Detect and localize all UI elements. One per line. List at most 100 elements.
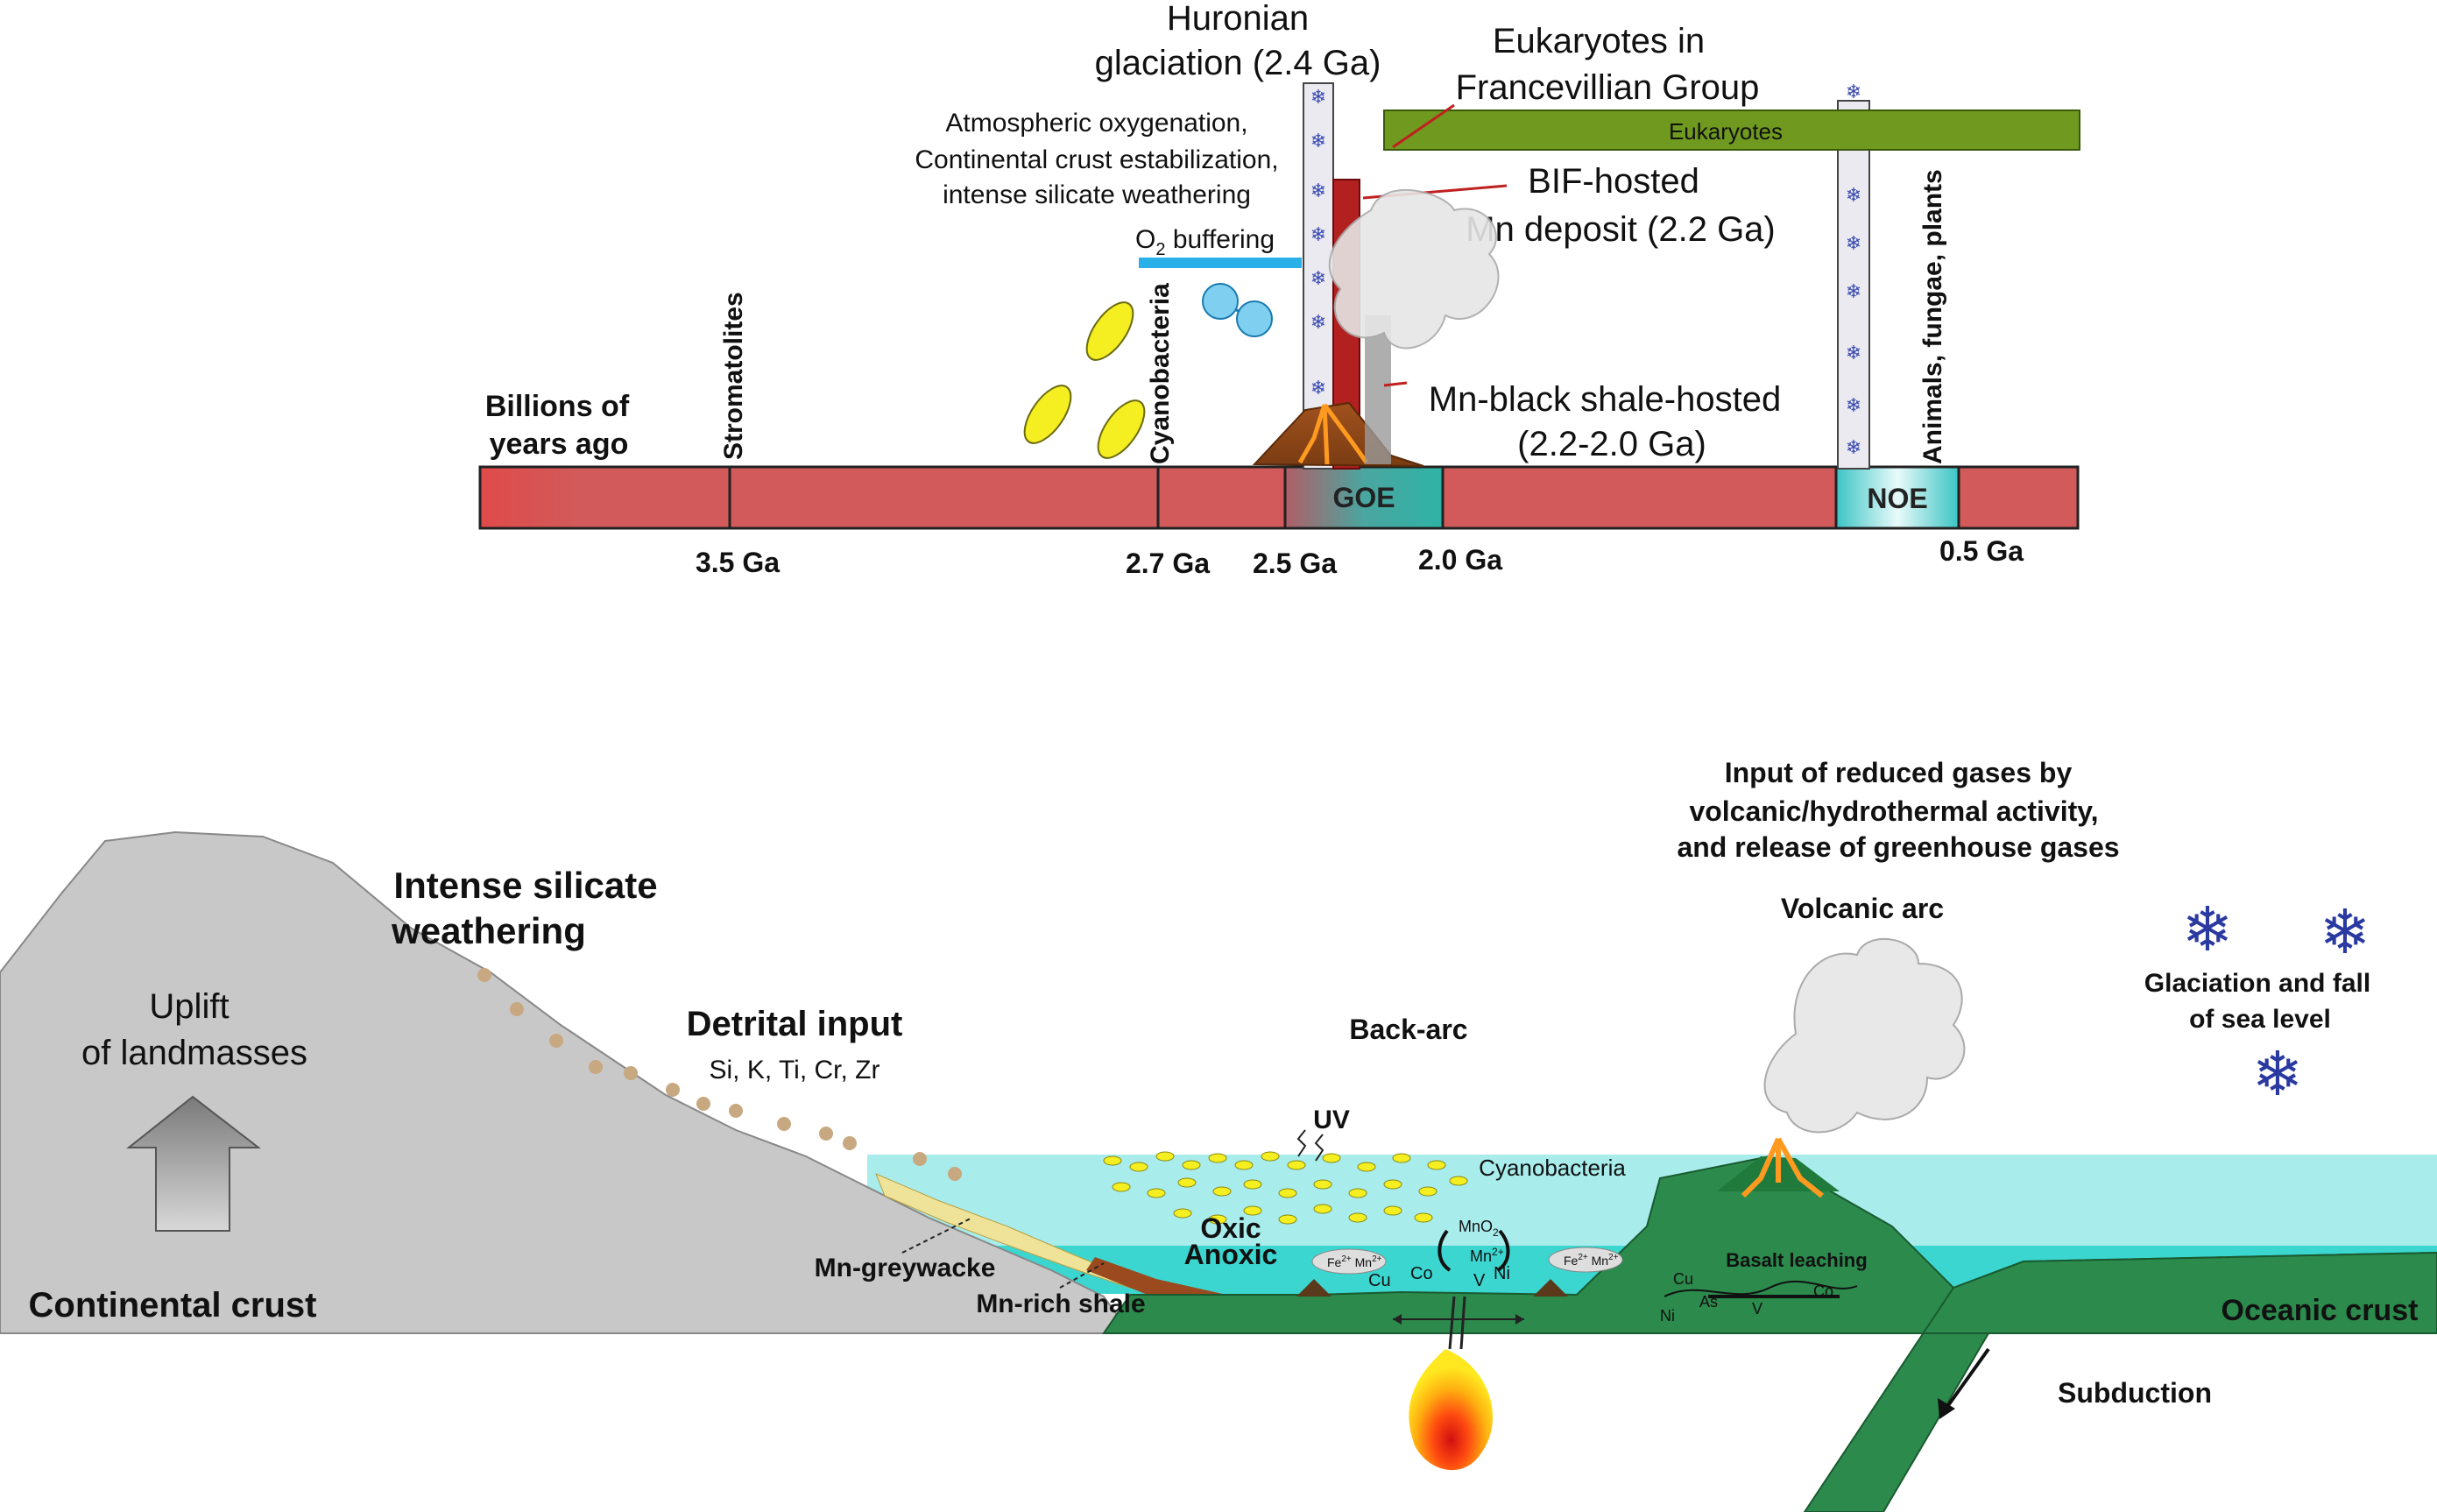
svg-text:❄: ❄: [1846, 280, 1861, 302]
svg-text:❄: ❄: [1310, 180, 1326, 201]
continental-crust-label: Continental crust: [29, 1286, 317, 1325]
basalt-cu: Cu: [1673, 1270, 1693, 1288]
o2-buffering-bar: [1139, 258, 1302, 268]
svg-text:❄: ❄: [1310, 377, 1326, 399]
detrital-elements: Si, K, Ti, Cr, Zr: [709, 1056, 879, 1085]
huronian-column: [1303, 82, 1334, 470]
mn-greywacke-label: Mn-greywacke: [815, 1254, 996, 1282]
snowflake-icons: ❄ ❄ ❄: [2182, 895, 2371, 1108]
tick-label-0-5: 0.5 Ga: [1939, 535, 2024, 567]
event-animals: Animals, fungae, plants: [1918, 169, 1947, 464]
svg-text:❄: ❄: [1310, 267, 1326, 289]
center-co-label: Co: [1410, 1264, 1433, 1283]
reduced-gases-line2: volcanic/hydrothermal activity,: [1689, 795, 2098, 827]
goe-box: [1283, 465, 1445, 530]
mn-shale-label: Mn-rich shale: [976, 1289, 1145, 1318]
svg-text:❄: ❄: [1310, 311, 1326, 333]
huronian-line1: Huronian: [1167, 0, 1309, 38]
svg-text:❄: ❄: [1846, 81, 1861, 102]
oxygenation-line2: Continental crust estabilization,: [915, 145, 1278, 174]
uv-label: UV: [1313, 1106, 1350, 1134]
noe-column: [1837, 100, 1870, 470]
bif-line2: Mn deposit (2.2 Ga): [1466, 210, 1776, 249]
center-cu-label: Cu: [1368, 1271, 1391, 1290]
axis-title-line1: Billions of: [485, 390, 630, 423]
uplift-line2: of landmasses: [81, 1034, 307, 1072]
o2-buffering-label: O2 buffering: [1135, 225, 1275, 259]
basalt-as: As: [1699, 1293, 1718, 1311]
timeline: GOE NOE Billions of years ago 3.5 Ga 2.7…: [478, 0, 2080, 579]
back-arc-label: Back-arc: [1349, 1014, 1467, 1045]
oxygenation-line1: Atmospheric oxygenation,: [945, 109, 1247, 138]
svg-text:❄: ❄: [2182, 895, 2234, 964]
svg-text:❄: ❄: [2252, 1040, 2304, 1108]
timeline-bar: [478, 465, 2080, 530]
center-ni-label: Ni: [1494, 1264, 1510, 1283]
silicate-line1: Intense silicate: [393, 865, 657, 906]
subduction-arrow-icon: [1938, 1347, 1990, 1419]
timeline-volcano-icon: [1252, 188, 1500, 467]
leader-lines: [901, 1217, 1105, 1289]
goe-label: GOE: [1332, 482, 1395, 513]
center-mn-label: Mn2+: [1470, 1246, 1504, 1265]
basalt-co: Co: [1813, 1282, 1833, 1300]
glaciation-line1: Glaciation and fall: [2144, 969, 2370, 998]
tick-label-2-7: 2.7 Ga: [1126, 548, 1210, 579]
axis-title-line2: years ago: [490, 427, 629, 461]
svg-text:❄: ❄: [1310, 86, 1326, 108]
reduced-gases-line3: and release of greenhouse gases: [1677, 831, 2119, 863]
svg-text:❄: ❄: [1846, 436, 1861, 458]
tick-label-2-5: 2.5 Ga: [1253, 548, 1337, 579]
svg-text:❄: ❄: [1846, 184, 1861, 206]
eukaryotes-title-line1: Eukaryotes in: [1493, 22, 1705, 60]
bif-line1: BIF-hosted: [1528, 162, 1699, 201]
ion-label-left: Fe2+ Mn2+: [1327, 1254, 1382, 1269]
shale-hosted-line1: Mn-black shale-hosted: [1429, 380, 1781, 419]
back-arc-vents-icon: [1296, 1279, 1568, 1297]
ion-clouds-icon: [1311, 1247, 1623, 1275]
ion-label-right: Fe2+ Mn2+: [1564, 1253, 1619, 1268]
svg-text:❄: ❄: [1846, 394, 1861, 416]
svg-text:❄: ❄: [1846, 342, 1861, 364]
subduction-label: Subduction: [2058, 1377, 2212, 1409]
mantle-plume-icon: [1393, 1296, 1524, 1471]
svg-text:❄: ❄: [1310, 223, 1326, 245]
tick-label-2-0: 2.0 Ga: [1418, 544, 1502, 576]
volcanic-arc-label: Volcanic arc: [1781, 893, 1944, 924]
uplift-arrow-icon: [126, 1095, 261, 1232]
cyanobacteria-cloud-icon: [1103, 1151, 1468, 1225]
eukaryotes-bar-label: Eukaryotes: [1669, 118, 1783, 145]
uv-rays-icon: [1296, 1129, 1324, 1162]
cyanobacteria-icon: [1023, 301, 1146, 459]
event-cyanobacteria: Cyanobacteria: [1146, 283, 1175, 464]
eukaryotes-title-line2: Francevillian Group: [1456, 68, 1760, 107]
reduced-gases-line1: Input of reduced gases by: [1725, 757, 2073, 788]
arc-volcano-icon: [1717, 937, 1966, 1198]
cyanobacteria-label: Cyanobacteria: [1479, 1155, 1626, 1181]
basalt-flow-line: [1664, 1280, 1858, 1297]
noe-label: NOE: [1867, 483, 1927, 514]
redox-cycle-icon: [1437, 1229, 1510, 1272]
oxic-label: Oxic: [1200, 1212, 1261, 1244]
o2-molecule-icon: [1202, 283, 1273, 337]
shale-hosted-line2: (2.2-2.0 Ga): [1517, 425, 1706, 463]
glaciation-line2: of sea level: [2189, 1005, 2331, 1034]
detrital-label: Detrital input: [687, 1005, 903, 1043]
tick-label-3-5: 3.5 Ga: [696, 547, 780, 578]
cross-section: ❄ ❄ ❄ Intense silicate weathering Uplift…: [0, 757, 2437, 1512]
huronian-line2: glaciation (2.4 Ga): [1095, 44, 1381, 82]
continental-landmass: [0, 830, 1132, 1334]
weathering-particles-icon: [477, 968, 962, 1181]
eukaryotes-bar: [1383, 110, 2080, 151]
basalt-label: Basalt leaching: [1726, 1249, 1867, 1271]
oceanic-crust-label: Oceanic crust: [2222, 1294, 2419, 1327]
noe-box: [1834, 465, 1960, 530]
event-stromatolites: Stromatolites: [719, 292, 748, 460]
basalt-v: V: [1752, 1300, 1762, 1318]
basalt-ni: Ni: [1660, 1307, 1675, 1325]
uplift-line1: Uplift: [149, 987, 229, 1026]
svg-text:❄: ❄: [2320, 898, 2371, 966]
eukaryotes-pointer: [1392, 103, 1455, 149]
anoxic-label: Anoxic: [1184, 1239, 1278, 1270]
huronian-snow-icons: ❄❄❄ ❄❄❄ ❄: [1310, 86, 1326, 399]
